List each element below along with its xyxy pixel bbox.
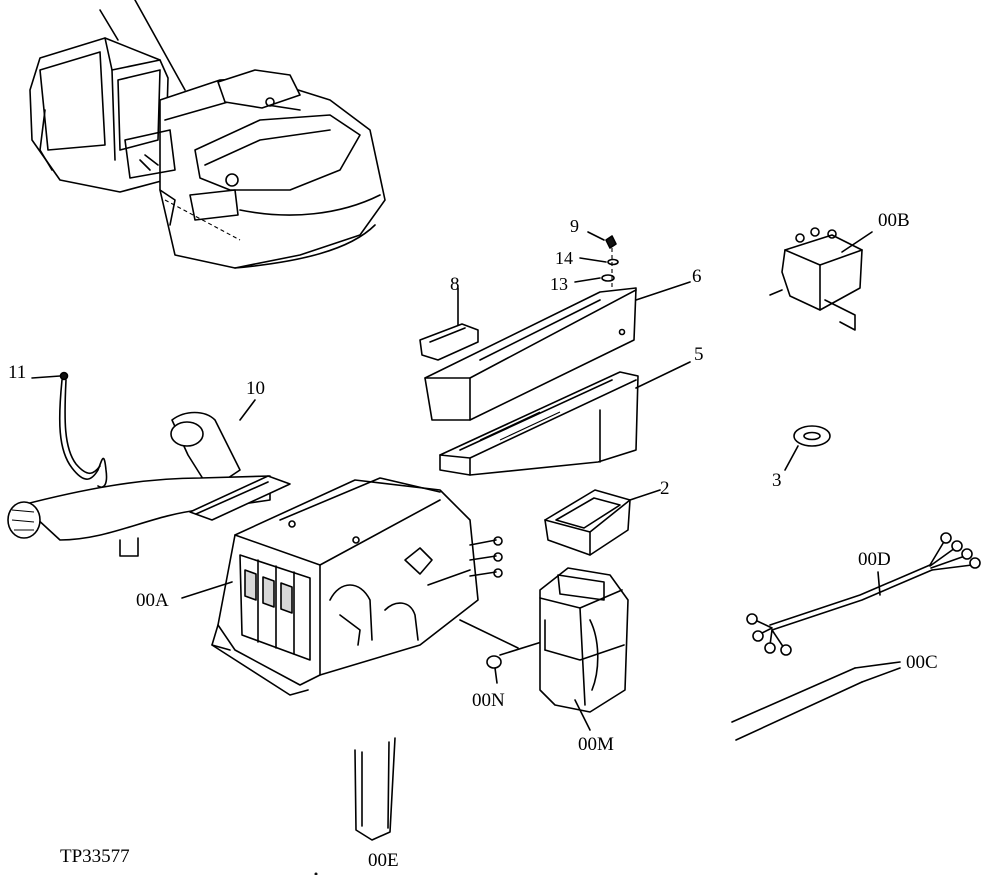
part-14-washer <box>579 257 619 266</box>
figure-id: TP33577 <box>60 846 130 867</box>
callout-00A: 00A <box>136 590 169 611</box>
callout-00D: 00D <box>858 549 891 570</box>
part-00D-harness <box>746 532 981 656</box>
part-11-cable <box>31 371 108 488</box>
callout-labels: 9 14 13 8 6 5 00B 11 10 3 2 00A 00D 00C … <box>8 210 938 871</box>
callout-14: 14 <box>555 248 573 268</box>
part-8-panel <box>419 287 479 361</box>
callout-00C: 00C <box>906 652 938 673</box>
callout-9: 9 <box>570 216 579 236</box>
part-9-screw <box>587 231 617 249</box>
part-2-filter-box <box>544 489 661 556</box>
callout-6: 6 <box>692 266 702 287</box>
callout-8: 8 <box>450 274 460 295</box>
callout-2: 2 <box>660 478 670 499</box>
part-13-washer <box>574 274 615 283</box>
callout-00E: 00E <box>368 850 399 871</box>
part-00C-rods <box>731 661 901 741</box>
callout-00B: 00B <box>878 210 910 231</box>
callout-10: 10 <box>246 378 265 399</box>
part-00A-heater-unit <box>181 477 519 696</box>
part-00E-clips <box>354 737 396 841</box>
stray-dot <box>314 872 318 875</box>
part-10-air-duct <box>7 399 291 557</box>
machine-upper-structure <box>29 0 386 269</box>
part-6-duct-cover <box>424 281 691 421</box>
part-00B-bracket <box>769 227 873 331</box>
callout-00M: 00M <box>578 734 614 755</box>
part-00M-blower <box>539 567 629 731</box>
callout-00N: 00N <box>472 690 505 711</box>
callout-13: 13 <box>550 274 568 294</box>
callout-5: 5 <box>694 344 704 365</box>
part-3-grommet <box>784 425 831 471</box>
callout-3: 3 <box>772 470 782 491</box>
callout-11: 11 <box>8 362 26 383</box>
part-5-duct <box>439 361 691 476</box>
part-00N-nut <box>486 639 549 684</box>
